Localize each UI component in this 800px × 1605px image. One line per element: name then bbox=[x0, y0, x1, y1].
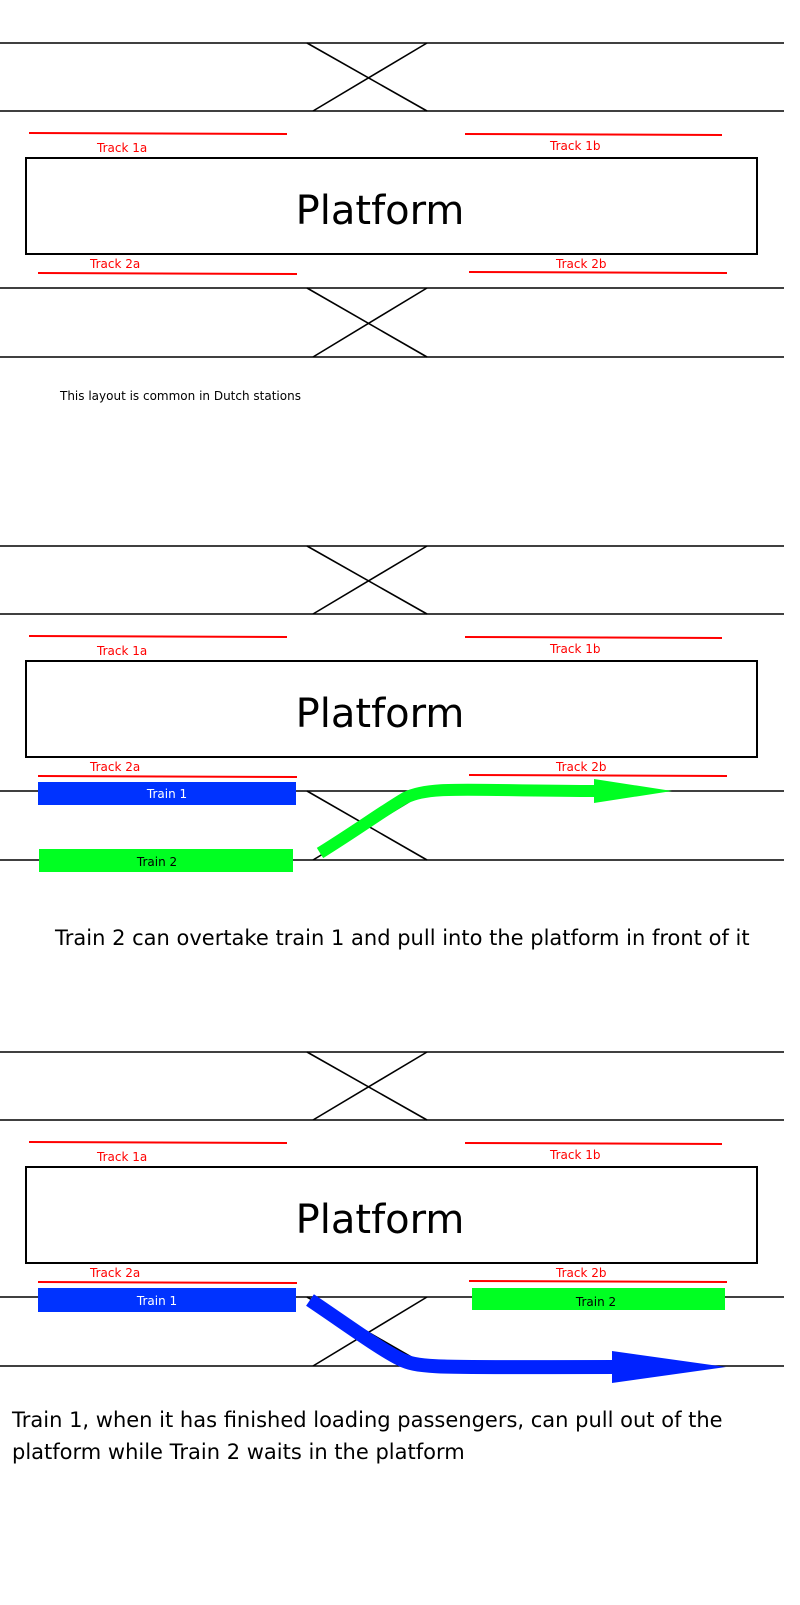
train-1 bbox=[38, 782, 296, 805]
track-1a-label: Track 1a bbox=[96, 141, 147, 155]
track-1b-label: Track 1b bbox=[549, 642, 600, 656]
platform-label: Platform bbox=[296, 1197, 465, 1243]
train-2 bbox=[472, 1288, 725, 1310]
platform-label: Platform bbox=[296, 691, 465, 737]
caption: Train 2 can overtake train 1 and pull in… bbox=[54, 926, 750, 950]
caption-line-1: Train 1, when it has finished loading pa… bbox=[11, 1408, 723, 1432]
track-2b-label: Track 2b bbox=[555, 257, 606, 271]
track-2a-label: Track 2a bbox=[89, 1266, 140, 1280]
train-2 bbox=[39, 849, 293, 872]
train-2-label: Train 2 bbox=[575, 1295, 616, 1309]
track-2a-label: Track 2a bbox=[89, 760, 140, 774]
panel-3: Track 1a Track 1b Platform Track 2a Trac… bbox=[0, 1051, 785, 1464]
track-2b-label: Track 2b bbox=[555, 760, 606, 774]
caption: This layout is common in Dutch stations bbox=[59, 389, 301, 403]
train-1-label: Train 1 bbox=[146, 787, 187, 801]
track-2b-label: Track 2b bbox=[555, 1266, 606, 1280]
track-1a-label: Track 1a bbox=[96, 644, 147, 658]
track-1b-label: Track 1b bbox=[549, 1148, 600, 1162]
train-1-route-arrow bbox=[306, 1294, 616, 1375]
arrowhead-icon bbox=[594, 779, 672, 803]
track-2a-label: Track 2a bbox=[89, 257, 140, 271]
panel-2: Track 1a Track 1b Platform Track 2a Trac… bbox=[0, 545, 785, 950]
arrowhead-icon bbox=[612, 1351, 726, 1383]
train-2-route-arrow bbox=[316, 783, 601, 859]
track-1a-label: Track 1a bbox=[96, 1150, 147, 1164]
platform-label: Platform bbox=[296, 188, 465, 234]
panel-1: Track 1a Track 1b Platform Track 2a Trac… bbox=[0, 42, 785, 403]
track-1b-label: Track 1b bbox=[549, 139, 600, 153]
train-1-label: Train 1 bbox=[136, 1294, 177, 1308]
train-2-label: Train 2 bbox=[136, 855, 177, 869]
caption-line-2: platform while Train 2 waits in the plat… bbox=[12, 1440, 465, 1464]
train-1 bbox=[38, 1288, 296, 1312]
